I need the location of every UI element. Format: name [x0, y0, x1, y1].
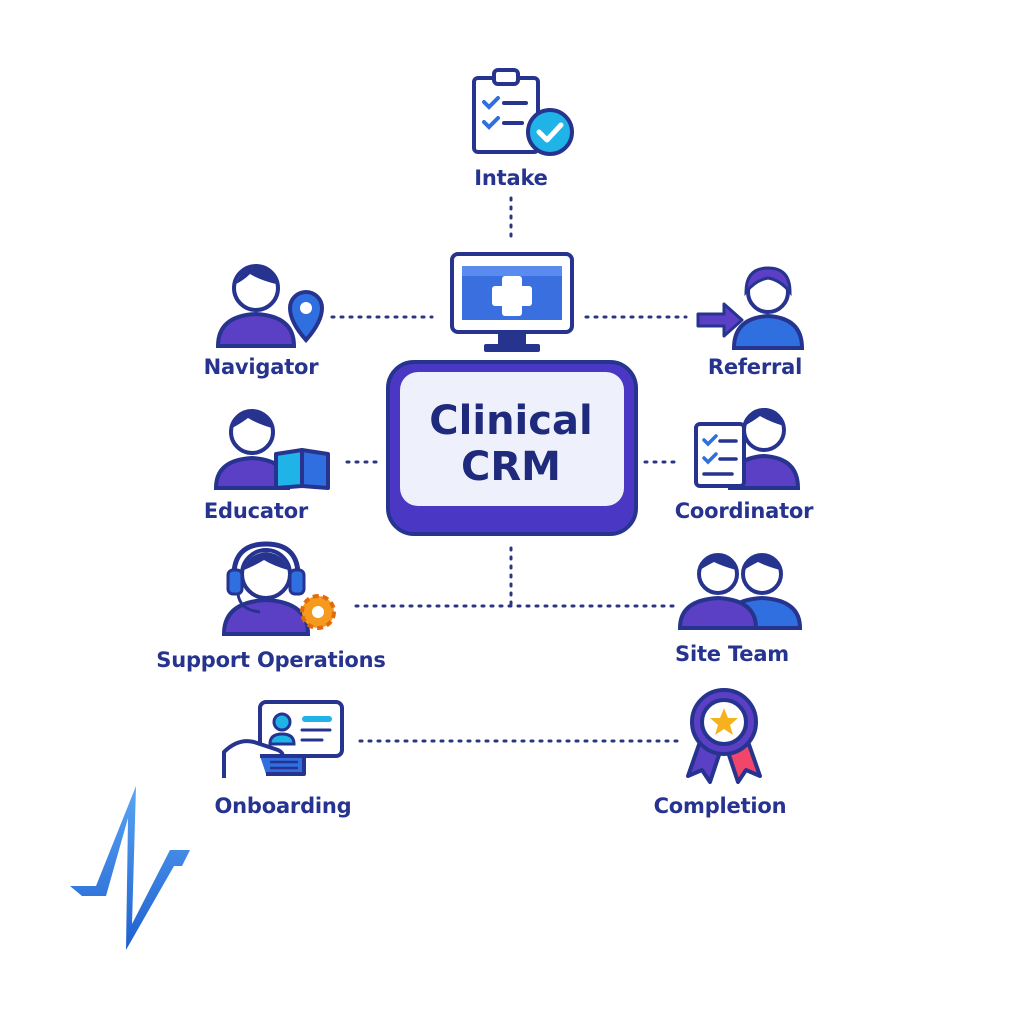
person-checklist-icon	[694, 408, 801, 490]
medical-monitor-icon	[450, 252, 574, 352]
headset-gear-icon	[221, 541, 336, 636]
two-people-icon	[677, 553, 803, 630]
pulse-logo-icon	[70, 786, 190, 950]
clinical-crm-hub	[386, 360, 638, 536]
hub-title: Clinical CRM	[429, 398, 592, 490]
label-navigator: Navigator	[203, 355, 319, 379]
label-site-team: Site Team	[675, 642, 789, 666]
label-completion: Completion	[653, 794, 787, 818]
label-referral: Referral	[707, 355, 803, 379]
person-arrow-icon	[696, 266, 805, 350]
label-educator: Educator	[203, 499, 309, 523]
person-book-icon	[213, 409, 330, 490]
award-ribbon-icon	[686, 688, 762, 784]
hub-title-line2: CRM	[461, 444, 561, 490]
label-coordinator: Coordinator	[674, 499, 814, 523]
clipboard-check-icon	[472, 68, 574, 156]
hub-title-line1: Clinical	[429, 398, 593, 444]
label-onboarding: Onboarding	[214, 794, 352, 818]
label-support-operations: Support Operations	[156, 648, 386, 672]
person-location-pin-icon	[215, 264, 325, 348]
label-intake: Intake	[474, 166, 548, 190]
id-card-hand-icon	[222, 700, 344, 778]
